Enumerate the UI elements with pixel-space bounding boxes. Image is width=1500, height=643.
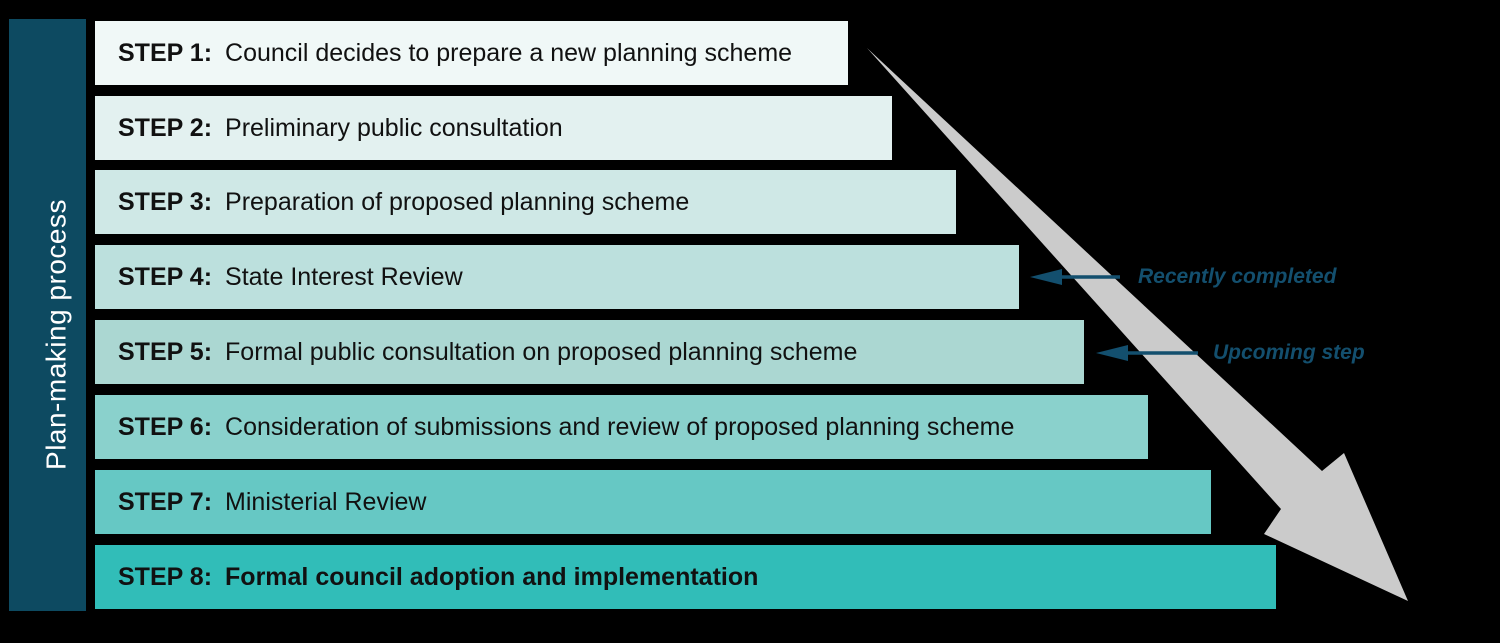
step-bar-6: STEP 6: Consideration of submissions and … [95,395,1148,459]
step-4-label: STEP 4: [118,262,213,291]
step-7-label: STEP 7: [118,487,213,516]
step-8-description: Formal council adoption and implementati… [225,562,759,591]
step-8-label: STEP 8: [118,562,213,591]
step-3-description: Preparation of proposed planning scheme [225,187,690,216]
step-2-description: Preliminary public consultation [225,113,563,142]
step-bar-8: STEP 8: Formal council adoption and imple… [95,545,1276,609]
step-bar-5: STEP 5: Formal public consultation on pro… [95,320,1084,384]
step-6-label: STEP 6: [118,412,213,441]
step-bar-7: STEP 7: Ministerial Review [95,470,1211,534]
step-bar-4: STEP 4: State Interest Review [95,245,1019,309]
annotation-upcoming-step: Upcoming step [1213,341,1365,364]
step-3-label: STEP 3: [118,187,213,216]
step-bar-2: STEP 2: Preliminary public consultation [95,96,892,160]
step-1-label: STEP 1: [118,38,213,67]
annotation-recently-completed: Recently completed [1138,265,1337,288]
sidebar: Plan-making process [9,19,86,611]
step-5-label: STEP 5: [118,337,213,366]
step-1-description: Council decides to prepare a new plannin… [225,38,793,67]
step-2-label: STEP 2: [118,113,213,142]
step-4-description: State Interest Review [225,262,463,291]
step-bar-1: STEP 1: Council decides to prepare a new … [95,21,848,85]
step-6-description: Consideration of submissions and review … [225,412,1015,441]
step-5-description: Formal public consultation on proposed p… [225,337,858,366]
step-7-description: Ministerial Review [225,487,427,516]
step-bar-3: STEP 3: Preparation of proposed planning … [95,170,956,234]
